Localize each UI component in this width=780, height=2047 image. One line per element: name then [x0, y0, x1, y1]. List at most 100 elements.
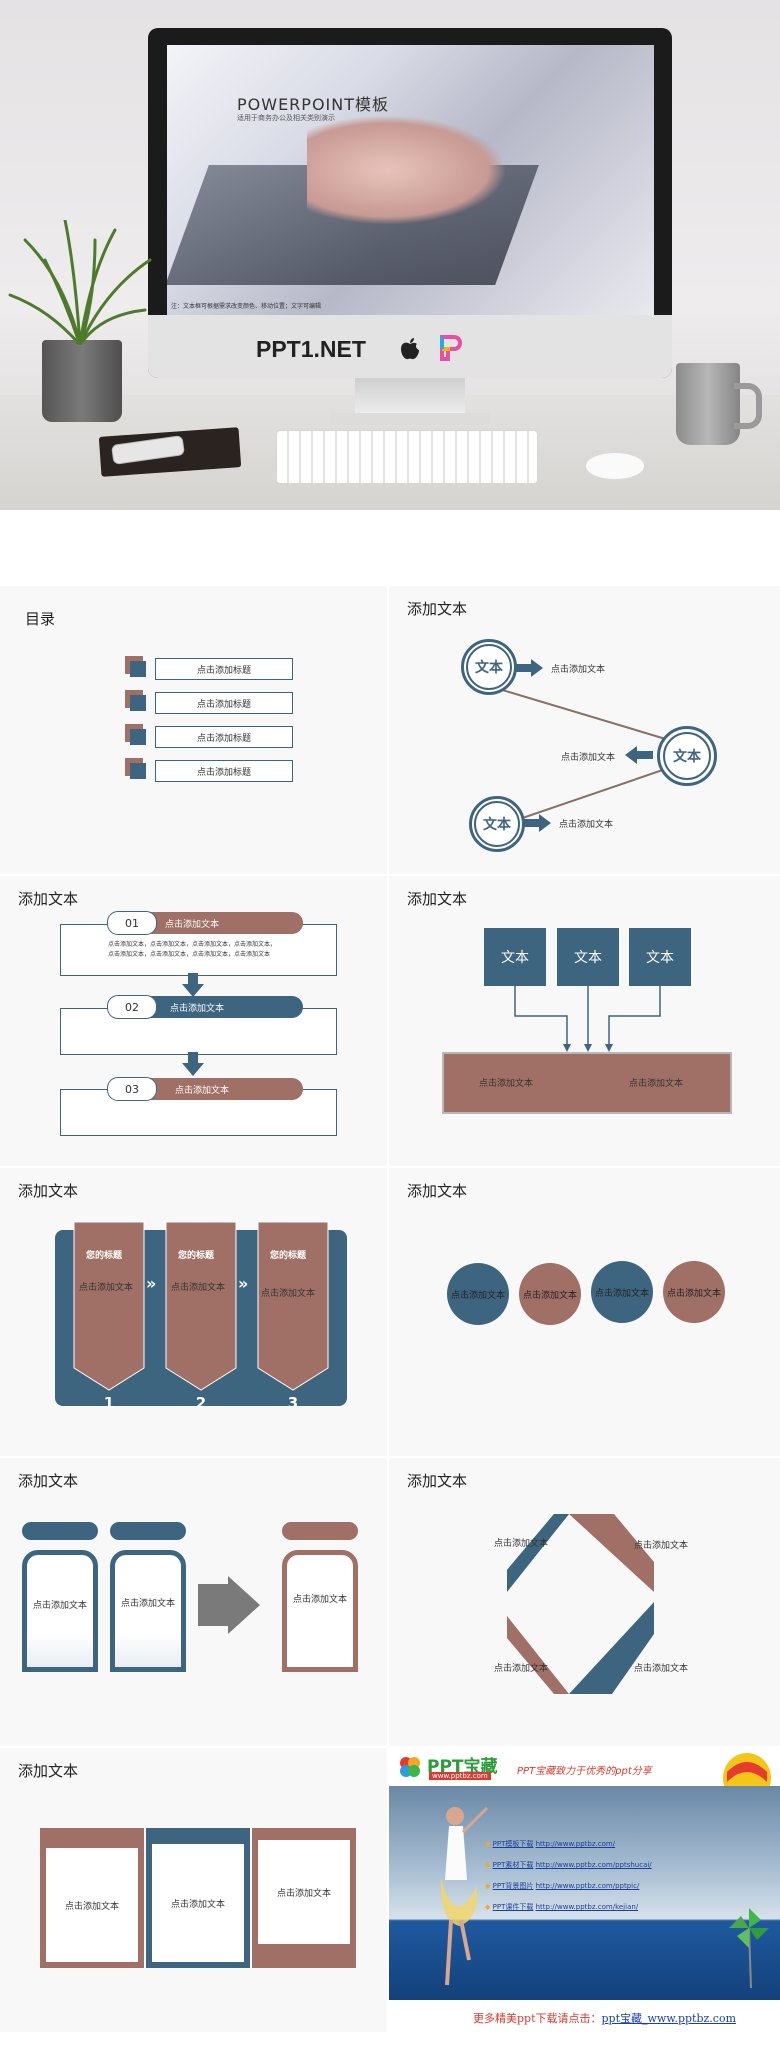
ad-link-list: ◆ PPT模板下载 http://www.pptbz.com/ ◆ PPT素材下…	[485, 1834, 652, 1918]
slide-title: 添加文本	[407, 1182, 468, 1200]
card-text-3[interactable]: 点击添加文本	[261, 1289, 316, 1299]
bottom-bar-text-1[interactable]: 点击添加文本	[479, 1079, 534, 1089]
toc-item-label[interactable]: 点击添加标题	[155, 658, 293, 680]
circle-3[interactable]: 点击添加文本	[591, 1261, 653, 1323]
step-label-3[interactable]: 点击添加文本	[175, 1086, 230, 1096]
brand-text: PPT1.NET	[256, 336, 366, 362]
dancer-figure	[419, 1800, 489, 1990]
slide-title: 添加文本	[18, 1472, 79, 1490]
ad-link-item[interactable]: ◆ PPT模板下载 http://www.pptbz.com/	[485, 1834, 652, 1855]
link-name[interactable]: PPT课件下载	[492, 1903, 534, 1911]
node-1-text: 点击添加文本	[551, 665, 606, 675]
circle-4[interactable]: 点击添加文本	[663, 1261, 725, 1323]
slide-circles-connected: 添加文本 文本 点击添加文本 文本 点击添加文本 文本 点击添加文本	[389, 586, 780, 874]
cup-handle	[734, 383, 762, 429]
body-line: 点击添加文本，点击添加文本，点击添加文本，点击添加文本，	[108, 941, 277, 948]
panel-text-2[interactable]: 点击添加文本	[152, 1844, 244, 1962]
ad-footer: 更多精美ppt下载请点击：ppt宝藏_www.pptbz.com	[473, 2010, 736, 2026]
link-url[interactable]: http://www.pptbz.com/pptpic/	[535, 1882, 640, 1890]
pptbz-logo-icon	[397, 1754, 423, 1780]
screen-subtitle: 适用于商务办公及相关类别演示	[237, 114, 335, 122]
slide-three-panels: 添加文本 点击添加文本 点击添加文本 点击添加文本	[0, 1748, 387, 2032]
circle-2[interactable]: 点击添加文本	[519, 1263, 581, 1325]
connector-lines	[488, 685, 690, 827]
slide-boxes-to-bar: 添加文本 文本 文本 文本 点击添加文本 点击添加文本	[389, 876, 780, 1166]
circle-1[interactable]: 点击添加文本	[447, 1263, 509, 1325]
footer-text: 更多精美ppt下载请点击：	[473, 2012, 602, 2025]
logo-subtext: www.pptbz.com	[429, 1772, 491, 1780]
keyboard	[276, 430, 538, 484]
frame-3	[282, 1550, 358, 1672]
ad-link-item[interactable]: ◆ PPT背景图片 http://www.pptbz.com/pptpic/	[485, 1876, 652, 1897]
diamond-label-1[interactable]: 点击添加文本	[494, 1539, 549, 1549]
arrow-left-icon	[625, 746, 653, 764]
banner-cards	[73, 1221, 329, 1391]
top-box-3[interactable]: 文本	[629, 928, 691, 986]
card-heading-1: 您的标题	[86, 1251, 123, 1261]
bullet-star-icon: ◆	[485, 1840, 491, 1848]
toc-item-label[interactable]: 点击添加标题	[155, 760, 293, 782]
circle-node-1-inner: 文本	[466, 644, 512, 690]
diamond-label-4[interactable]: 点击添加文本	[634, 1664, 689, 1674]
bullet-star-icon: ◆	[485, 1882, 491, 1890]
card-heading-2: 您的标题	[178, 1251, 215, 1261]
connector-arrows	[514, 986, 661, 1052]
step-pill-2	[108, 996, 303, 1018]
link-url[interactable]: http://www.pptbz.com/	[535, 1840, 616, 1848]
slide-contents: 目录 点击添加标题 点击添加标题 点击添加标题 点击添加标题	[0, 586, 387, 874]
slide-title: 添加文本	[18, 1182, 79, 1200]
toc-item-label[interactable]: 点击添加标题	[155, 692, 293, 714]
frame-text-3[interactable]: 点击添加文本	[292, 1595, 347, 1605]
top-box-2[interactable]: 文本	[557, 928, 619, 986]
ad-link-item[interactable]: ◆ PPT课件下载 http://www.pptbz.com/kejian/	[485, 1897, 652, 1918]
screen-title: POWERPOINT模板	[237, 95, 389, 114]
apple-icon	[400, 338, 420, 360]
card-text-2[interactable]: 点击添加文本	[171, 1283, 226, 1293]
diamond-label-2[interactable]: 点击添加文本	[634, 1541, 689, 1551]
link-name[interactable]: PPT模板下载	[492, 1840, 534, 1848]
circle-node-2-inner: 文本	[663, 732, 711, 780]
panel-text-3[interactable]: 点击添加文本	[258, 1840, 350, 1944]
arrow-right-icon	[523, 814, 551, 832]
bullet-star-icon: ◆	[485, 1861, 491, 1869]
card-text-1[interactable]: 点击添加文本	[79, 1283, 134, 1293]
slide-title: 添加文本	[407, 890, 468, 908]
panel-text-1[interactable]: 点击添加文本	[46, 1848, 138, 1962]
footer-link[interactable]: ppt宝藏_www.pptbz.com	[601, 2012, 737, 2025]
slide-steps: 添加文本 01 点击添加文本 点击添加文本，点击添加文本，点击添加文本，点击添加…	[0, 876, 387, 1166]
slide-title: 添加文本	[407, 600, 468, 618]
arrow-down-icon	[182, 973, 204, 997]
link-url[interactable]: http://www.pptbz.com/pptshucai/	[535, 1861, 652, 1869]
bullet-star-icon: ◆	[485, 1903, 491, 1911]
step-num-1: 01	[107, 911, 157, 935]
arrow-right-icon	[515, 659, 543, 677]
chevron-double-icon: »	[146, 1274, 157, 1293]
ad-link-item[interactable]: ◆ PPT素材下载 http://www.pptbz.com/pptshucai…	[485, 1855, 652, 1876]
frame-cap-3	[282, 1522, 358, 1540]
link-name[interactable]: PPT背景图片	[492, 1882, 534, 1890]
step-label-2[interactable]: 点击添加文本	[170, 1004, 225, 1014]
tagline: PPT宝藏致力于优秀的ppt分享	[517, 1766, 652, 1777]
toc-item-label[interactable]: 点击添加标题	[155, 726, 293, 748]
node-3-text: 点击添加文本	[559, 820, 614, 830]
diamond-label-3[interactable]: 点击添加文本	[494, 1664, 549, 1674]
card-heading-3: 您的标题	[270, 1251, 307, 1261]
monitor-base	[330, 413, 490, 425]
body-line: 点击添加文本，点击添加文本，点击添加文本，点击添加文本	[108, 951, 271, 958]
slide-title: 目录	[25, 610, 56, 628]
top-box-1[interactable]: 文本	[484, 928, 546, 986]
step-label-1[interactable]: 点击添加文本	[165, 920, 220, 930]
diamond-shape	[507, 1514, 654, 1694]
frame-text-2[interactable]: 点击添加文本	[120, 1599, 175, 1609]
link-url[interactable]: http://www.pptbz.com/kejian/	[535, 1903, 639, 1911]
frame-1	[22, 1550, 98, 1672]
circle-node-3-inner: 文本	[474, 801, 520, 847]
hero-banner: POWERPOINT模板 适用于商务办公及相关类别演示 注：文本框可根据需求改变…	[0, 0, 780, 510]
slide-title: 添加文本	[18, 1762, 79, 1780]
link-name[interactable]: PPT素材下载	[492, 1861, 534, 1869]
slide-diamond: 添加文本 点击添加文本 点击添加文本 点击添加文本 点击添加文本	[389, 1458, 780, 1746]
colorful-p-logo-icon	[440, 335, 464, 361]
arrow-right-icon	[198, 1576, 260, 1634]
bottom-bar-text-2[interactable]: 点击添加文本	[629, 1079, 684, 1089]
frame-text-1[interactable]: 点击添加文本	[32, 1601, 87, 1611]
